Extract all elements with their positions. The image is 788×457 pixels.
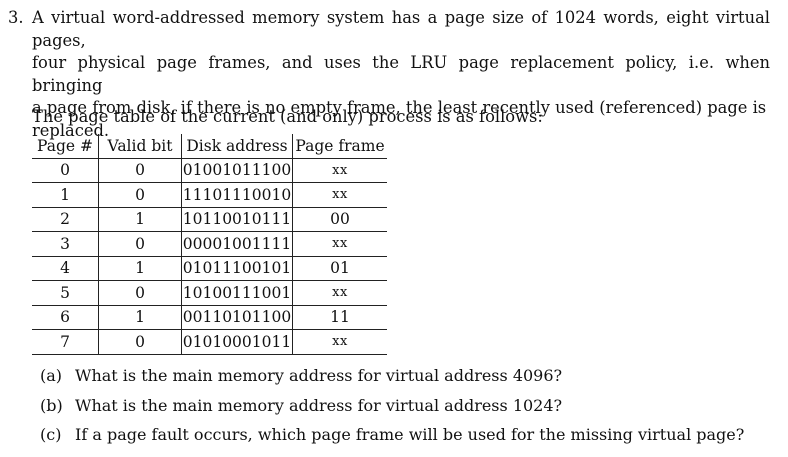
cell-frame: 11 [292, 305, 387, 330]
question-b: (b) What is the main memory address for … [40, 395, 744, 425]
header-page: Page # [32, 134, 99, 159]
question-label: (c) [40, 425, 62, 444]
cell-disk: 10100111001 [181, 280, 293, 306]
cell-valid: 1 [98, 207, 182, 232]
problem-text-line-2: four physical page frames, and uses the … [32, 53, 770, 95]
table-row: 2 1 10110010111 00 [32, 207, 387, 232]
problem-line: four physical page frames, and uses the … [8, 52, 770, 97]
cell-page: 5 [32, 280, 99, 306]
cell-page: 0 [32, 158, 99, 183]
problem-line: a page from disk, if there is no empty f… [8, 97, 770, 120]
table-row: 4 1 01011100101 01 [32, 256, 387, 281]
question-text: What is the main memory address for virt… [75, 366, 563, 385]
cell-disk: 10110010111 [181, 207, 293, 232]
question-text: If a page fault occurs, which page frame… [75, 425, 745, 444]
table-row: 3 0 00001001111 xx [32, 231, 387, 257]
cell-frame: xx [292, 329, 387, 355]
cell-frame: xx [292, 231, 387, 257]
cell-frame: 00 [292, 207, 387, 232]
cell-page: 7 [32, 329, 99, 355]
cell-disk: 00001001111 [181, 231, 293, 257]
table-intro: The page table of the current (and only)… [32, 107, 543, 126]
cell-valid: 0 [98, 280, 182, 306]
cell-page: 1 [32, 182, 99, 208]
cell-disk: 00110101100 [181, 305, 293, 330]
question-label: (b) [40, 395, 63, 415]
problem-text-line-1: A virtual word-addressed memory system h… [32, 8, 770, 50]
question-label: (a) [40, 366, 63, 385]
question-text: What is the main memory address for virt… [75, 395, 563, 415]
table-row: 6 1 00110101100 11 [32, 305, 387, 330]
table-header-row: Page # Valid bit Disk address Page frame [32, 134, 387, 159]
cell-disk: 11101110010 [181, 182, 293, 208]
cell-valid: 0 [98, 231, 182, 257]
cell-valid: 0 [98, 329, 182, 355]
header-page-frame: Page frame [292, 134, 387, 159]
problem-line: 3. A virtual word-addressed memory syste… [8, 7, 770, 52]
cell-frame: 01 [292, 256, 387, 281]
table-row: 1 0 11101110010 xx [32, 182, 387, 208]
question-list: (a) What is the main memory address for … [40, 365, 744, 454]
table-row: 5 0 10100111001 xx [32, 280, 387, 306]
question-a: (a) What is the main memory address for … [40, 365, 744, 395]
cell-disk: 01001011100 [181, 158, 293, 183]
table-row: 7 0 01010001011 xx [32, 329, 387, 355]
cell-page: 6 [32, 305, 99, 330]
question-c: (c) If a page fault occurs, which page f… [40, 424, 744, 454]
problem-number: 3. [8, 8, 24, 27]
header-valid-bit: Valid bit [98, 134, 182, 159]
cell-frame: xx [292, 280, 387, 306]
problem-text-line-3: a page from disk, if there is no empty f… [32, 98, 767, 117]
cell-disk: 01010001011 [181, 329, 293, 355]
cell-valid: 0 [98, 158, 182, 183]
cell-page: 2 [32, 207, 99, 232]
cell-valid: 1 [98, 305, 182, 330]
cell-frame: xx [292, 182, 387, 208]
cell-page: 4 [32, 256, 99, 281]
cell-valid: 0 [98, 182, 182, 208]
cell-page: 3 [32, 231, 99, 257]
cell-valid: 1 [98, 256, 182, 281]
table-row: 0 0 01001011100 xx [32, 158, 387, 183]
cell-frame: xx [292, 158, 387, 183]
header-disk-address: Disk address [181, 134, 293, 159]
cell-disk: 01011100101 [181, 256, 293, 281]
page-table: Page # Valid bit Disk address Page frame… [32, 134, 387, 355]
